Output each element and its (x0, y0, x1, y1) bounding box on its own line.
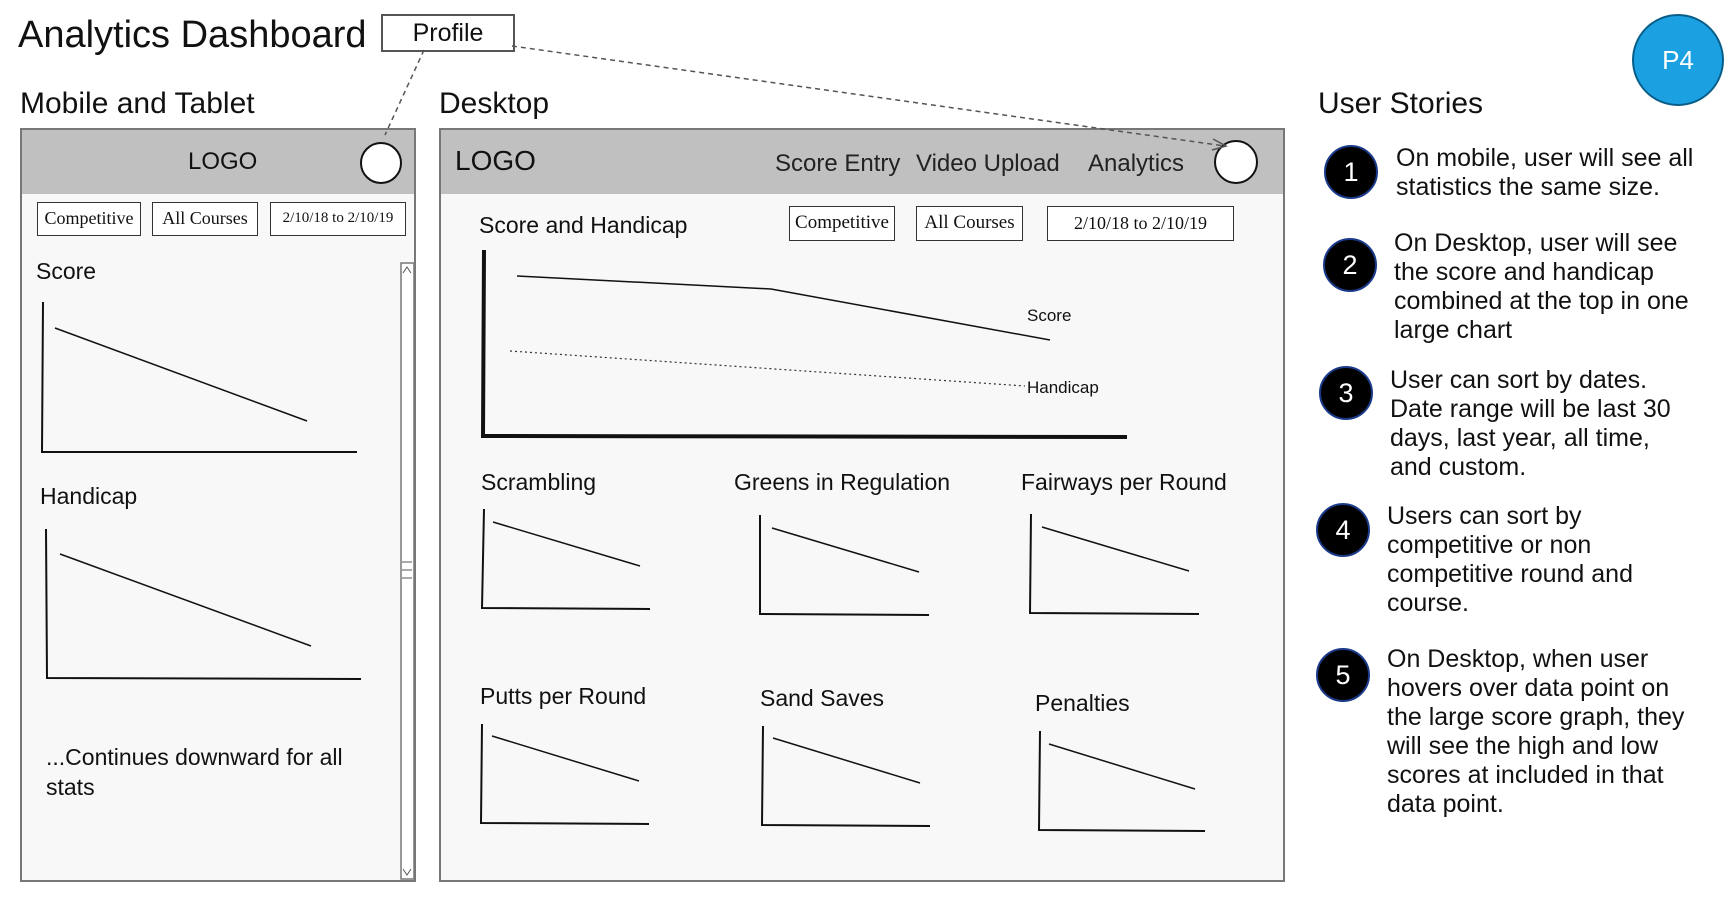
mobile-continues-note: ...Continues downward for all stats (46, 744, 343, 800)
main-chart-handicap-line (509, 350, 1026, 387)
story-5-badge: 5 (1316, 648, 1370, 702)
mobile-score-line (54, 327, 308, 422)
mobile-handicap-line (59, 553, 312, 647)
desktop-header-bar: LOGO Score Entry Video Upload Analytics (441, 130, 1283, 194)
penalties-chart-title: Penalties (1035, 690, 1130, 716)
main-chart-score-label: Score (1027, 306, 1072, 325)
story-1-text: On mobile, user will see all statistics … (1396, 144, 1694, 201)
mobile-frame: LOGO Competitive All Courses 2/10/18 to … (20, 128, 416, 882)
sand-saves-line (772, 737, 921, 784)
scroll-up-arrow (402, 266, 412, 274)
desktop-frame: LOGO Score Entry Video Upload Analytics … (439, 128, 1285, 882)
scrambling-line (492, 521, 641, 567)
mobile-date-filter[interactable]: 2/10/18 to 2/10/19 (270, 202, 406, 236)
sand-saves-axes (760, 725, 931, 827)
mobile-competitive-filter[interactable]: Competitive (37, 202, 141, 236)
story-4-badge: 4 (1316, 503, 1370, 557)
desktop-competitive-filter[interactable]: Competitive (789, 206, 895, 241)
putts-chart-title: Putts per Round (480, 683, 647, 709)
story-3-text: User can sort by dates. Date range will … (1390, 366, 1671, 481)
nav-score-entry[interactable]: Score Entry (775, 150, 901, 177)
scroll-down-arrow (402, 868, 412, 876)
mobile-section-title: Mobile and Tablet (20, 87, 255, 120)
gir-chart-title: Greens in Regulation (734, 469, 951, 495)
fairways-axes (1028, 513, 1200, 615)
mobile-handicap-axes (45, 528, 362, 680)
scrambling-axes (480, 508, 651, 610)
nav-video-upload[interactable]: Video Upload (916, 150, 1060, 177)
mobile-handicap-chart-title: Handicap (40, 483, 138, 509)
putts-line (491, 735, 640, 782)
scroll-thumb-grip (402, 561, 412, 579)
story-2-badge: 2 (1323, 238, 1377, 292)
mobile-scrollbar (400, 262, 415, 880)
page-badge: P4 (1632, 14, 1724, 106)
connector-arrowhead (1211, 138, 1228, 151)
desktop-date-filter[interactable]: 2/10/18 to 2/10/19 (1047, 206, 1234, 241)
story-4-text: Users can sort by competitive or non com… (1387, 502, 1633, 617)
penalties-axes (1037, 730, 1206, 832)
page-title: Analytics Dashboard (18, 14, 367, 56)
fairways-line (1041, 526, 1190, 572)
mobile-courses-filter[interactable]: All Courses (152, 202, 258, 236)
scrambling-chart-title: Scrambling (481, 469, 597, 495)
story-5-text: On Desktop, when user hovers over data p… (1387, 645, 1685, 818)
mobile-logo[interactable]: LOGO (188, 148, 258, 175)
profile-annotation: Profile (381, 14, 515, 52)
mobile-profile-avatar[interactable] (360, 142, 402, 184)
stories-section-title: User Stories (1318, 87, 1484, 120)
main-chart-title: Score and Handicap (479, 212, 688, 238)
desktop-courses-filter[interactable]: All Courses (916, 206, 1023, 241)
desktop-section-title: Desktop (439, 87, 550, 120)
profile-connector-mobile (384, 49, 425, 136)
mobile-score-axes (40, 301, 357, 453)
sand-saves-chart-title: Sand Saves (760, 685, 885, 711)
mobile-header-bar: LOGO (22, 130, 414, 194)
story-1-badge: 1 (1324, 145, 1378, 199)
fairways-chart-title: Fairways per Round (1021, 469, 1227, 495)
gir-axes (759, 515, 930, 616)
main-chart-score-line (516, 275, 1051, 341)
mobile-score-chart-title: Score (36, 258, 97, 284)
profile-connector-desktop (511, 45, 1226, 147)
penalties-line (1048, 743, 1196, 790)
story-2-text: On Desktop, user will see the score and … (1394, 229, 1689, 344)
story-3-badge: 3 (1319, 366, 1373, 420)
gir-line (771, 527, 920, 573)
main-chart-handicap-label: Handicap (1027, 378, 1099, 397)
main-chart-axes (480, 249, 1128, 439)
nav-analytics[interactable]: Analytics (1088, 150, 1185, 177)
desktop-logo[interactable]: LOGO (455, 145, 536, 176)
putts-axes (479, 723, 650, 825)
